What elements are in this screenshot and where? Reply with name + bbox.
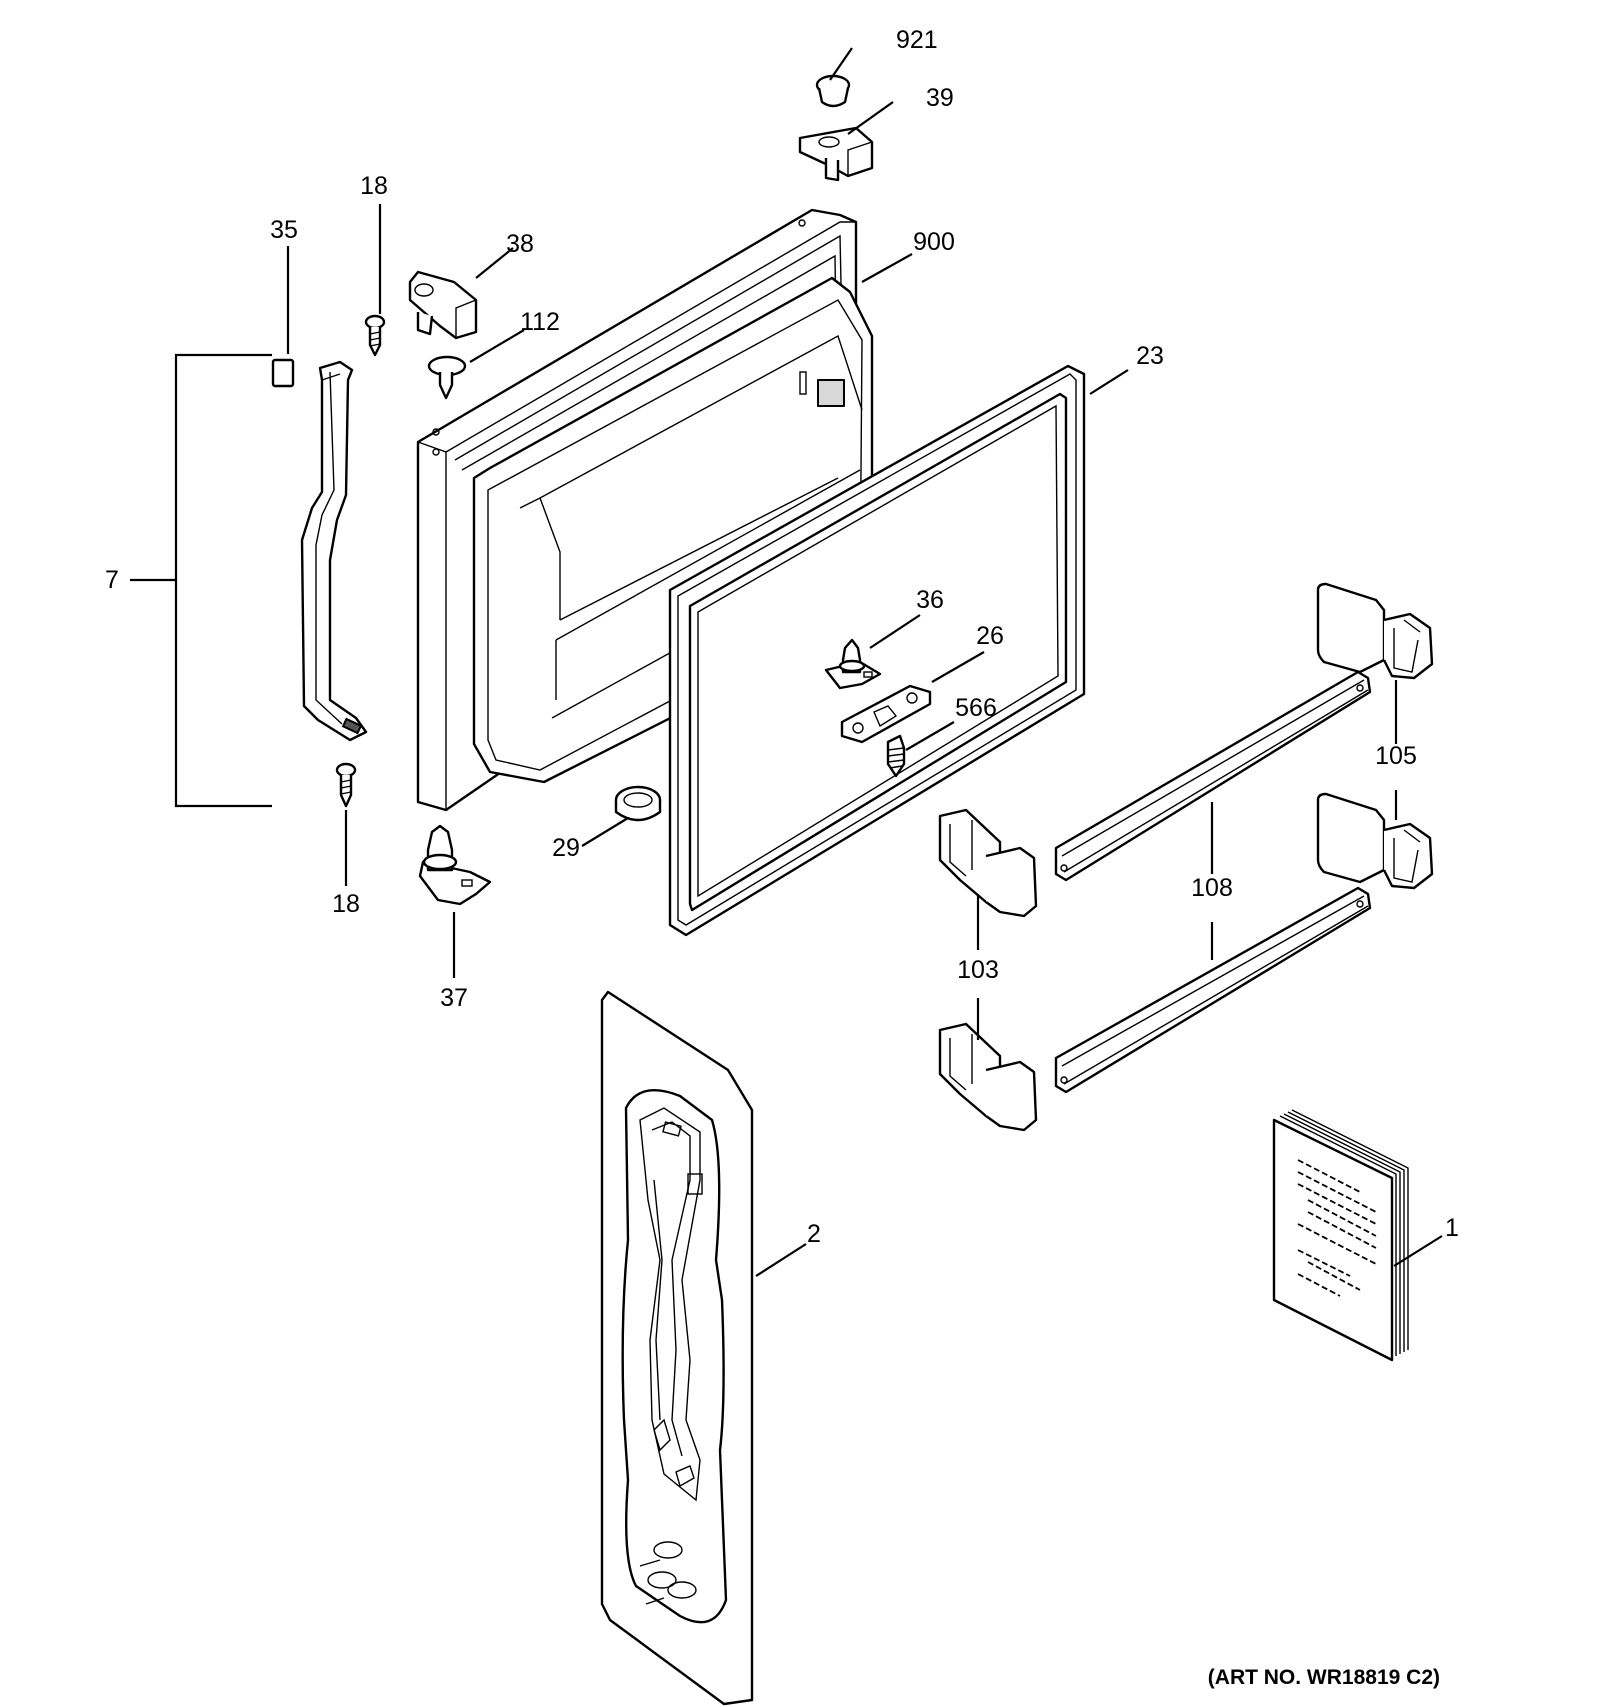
- part-39-hinge-cover: [798, 126, 874, 182]
- part-921-plug: [815, 74, 851, 108]
- part-103-end-cap-bottom: [938, 1022, 1038, 1132]
- callout-18-bottom: 18: [332, 890, 360, 918]
- callout-900: 900: [913, 228, 955, 256]
- part-23-gasket: [668, 364, 1086, 937]
- callout-23: 23: [1136, 342, 1164, 370]
- callout-103: 103: [957, 956, 999, 984]
- part-37-hinge-pin: [418, 824, 492, 906]
- part-103-end-cap-top: [938, 808, 1038, 918]
- callout-921: 921: [896, 26, 938, 54]
- callout-108: 108: [1191, 874, 1233, 902]
- part-18-screw-bottom: [335, 762, 357, 808]
- callout-2: 2: [807, 1220, 821, 1248]
- callout-38: 38: [506, 230, 534, 258]
- callout-35: 35: [270, 216, 298, 244]
- part-105-end-cap-bottom: [1316, 792, 1434, 890]
- part-566-screw: [886, 734, 906, 778]
- part-18-screw-top: [364, 314, 386, 357]
- part-7-door-handle: [300, 360, 368, 742]
- part-108-rail-bottom: [1054, 886, 1372, 1094]
- callout-labels: 921 39 18 35 38 900 112 23 7 36 26 566 1…: [105, 26, 1459, 1689]
- leader-lines: [286, 47, 1443, 1277]
- part-105-end-cap-top: [1316, 582, 1434, 680]
- part-108-rail-top: [1054, 670, 1372, 882]
- part-2-package: [600, 990, 754, 1706]
- callout-18-top: 18: [360, 172, 388, 200]
- callout-26: 26: [976, 622, 1004, 650]
- callout-29: 29: [552, 834, 580, 862]
- part-1-manual: [1272, 1109, 1409, 1362]
- part-38-hinge-cover: [408, 270, 478, 340]
- part-35-pad: [271, 358, 295, 388]
- callout-112: 112: [520, 308, 560, 336]
- callout-39: 39: [926, 84, 954, 112]
- part-112-plug: [427, 355, 467, 400]
- part-26-bracket: [840, 684, 932, 744]
- callout-566: 566: [955, 694, 997, 722]
- bracket-7: [130, 353, 272, 808]
- callout-105: 105: [1375, 742, 1417, 770]
- callout-37: 37: [440, 984, 468, 1012]
- part-36-hinge-pin: [824, 638, 882, 690]
- callout-36: 36: [916, 586, 944, 614]
- part-29-grommet: [614, 785, 662, 822]
- callout-1: 1: [1445, 1214, 1459, 1242]
- art-number: (ART NO. WR18819 C2): [1208, 1666, 1440, 1689]
- callout-7: 7: [105, 566, 119, 594]
